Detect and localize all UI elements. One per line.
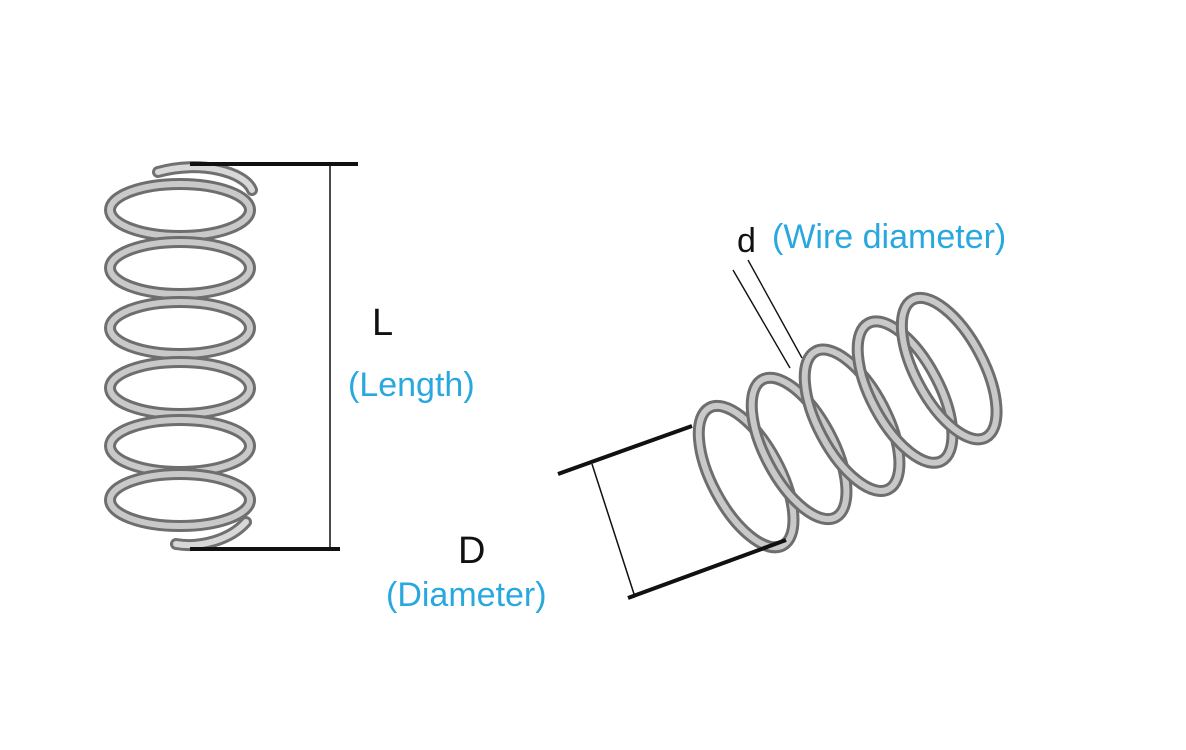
wire-diameter-dimension xyxy=(732,259,803,369)
length-description: (Length) xyxy=(348,366,475,404)
tilted-spring-coil xyxy=(895,291,1003,446)
tilted-spring-coil xyxy=(745,371,853,526)
vertical-spring-coil xyxy=(104,296,256,360)
diameter-description: (Diameter) xyxy=(386,576,547,614)
diameter-bottom-extension-line xyxy=(627,538,787,600)
wire-extension-line-2 xyxy=(747,259,803,359)
wire-description: (Wire diameter) xyxy=(772,218,1007,256)
length-symbol: L xyxy=(372,302,394,344)
tilted-spring xyxy=(692,291,1003,554)
vertical-spring-coil xyxy=(104,236,256,300)
diameter-symbol: D xyxy=(458,530,486,572)
tilted-spring-coil xyxy=(692,399,800,554)
vertical-spring xyxy=(104,161,258,551)
vertical-spring-coil xyxy=(104,178,256,242)
wire-symbol: d xyxy=(737,222,756,260)
wire-extension-line-1 xyxy=(732,269,791,369)
diameter-dimension xyxy=(557,424,787,600)
tilted-spring-coil xyxy=(798,343,906,497)
tilted-spring-coil xyxy=(851,315,959,469)
vertical-spring-coil xyxy=(104,356,256,420)
vertical-spring-coil xyxy=(104,468,256,532)
diameter-top-extension-line xyxy=(557,424,693,476)
diameter-dimension-line xyxy=(591,463,635,595)
length-dimension xyxy=(190,162,358,551)
vertical-spring-coil xyxy=(104,414,256,478)
